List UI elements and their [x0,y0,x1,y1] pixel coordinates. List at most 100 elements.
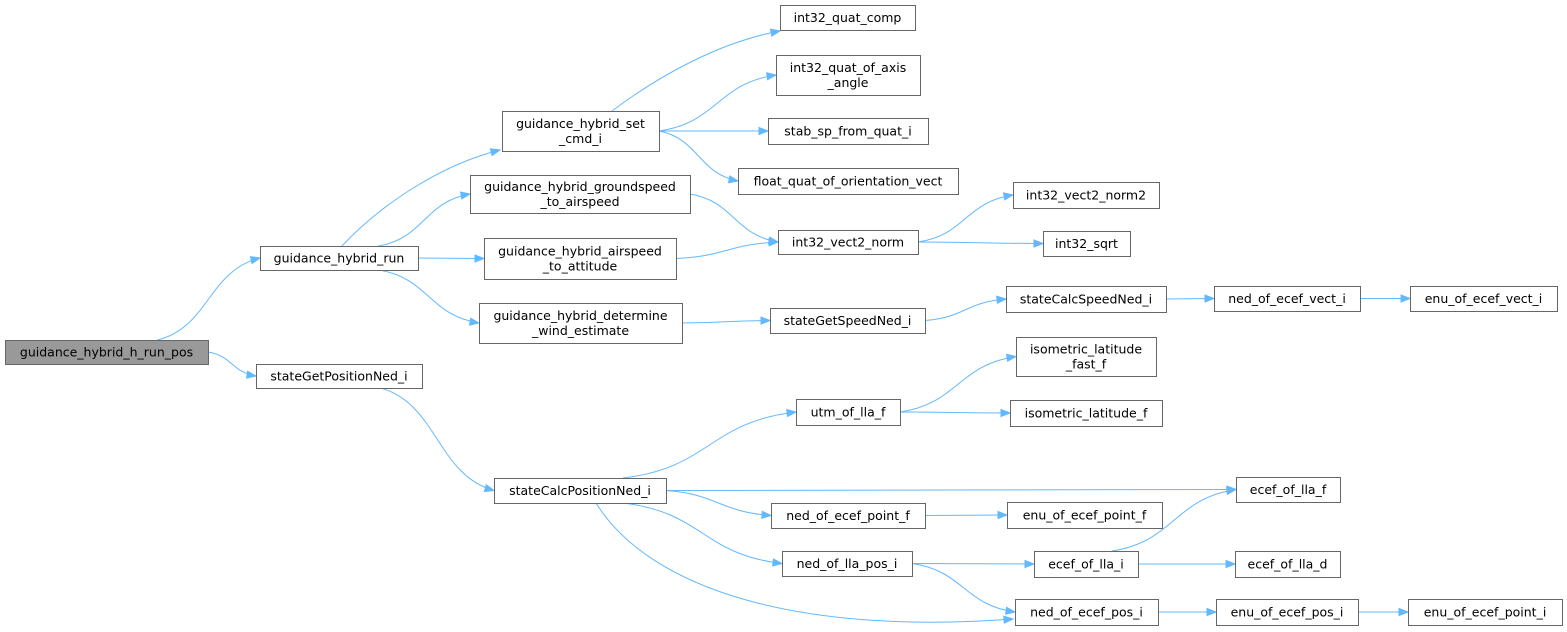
edge-n2-n18 [380,387,496,493]
node-ecef-of-lla-f[interactable]: ecef_of_lla_f [1236,477,1341,503]
arrowhead [769,28,782,37]
edge-line [595,502,1014,623]
edge-line [911,563,1016,613]
edge-n4-n11 [689,193,780,245]
node-ecef-of-lla-d[interactable]: ecef_of_lla_d [1235,551,1341,578]
node-int32-sqrt[interactable]: int32_sqrt [1043,231,1131,257]
edge-line [622,411,797,479]
node-isometric-latitude-fast-f[interactable]: isometric_latitude_fast_f [1016,337,1157,377]
node-ned-of-ecef-pos-i[interactable]: ned_of_ecef_pos_i [1015,599,1159,626]
arrowhead [249,256,262,265]
edge-n11-n13 [917,239,1045,248]
node-int32-quat-comp[interactable]: int32_quat_comp [780,5,916,31]
edge-n15-n16 [1165,294,1216,303]
node-statecalcpositionned-i[interactable]: stateCalcPositionNed_i [494,478,667,504]
node-float-quat-of-orientation-vect[interactable]: float_quat_of_orientation_vect [738,168,959,195]
node-guidance-hybrid-groundspeed-to-airspeed[interactable]: guidance_hybrid_groundspeed_to_airspeed [470,175,691,214]
node-box [778,230,919,255]
node-ned-of-ecef-point-f[interactable]: ned_of_ecef_point_f [771,503,926,529]
edge-n1-n5 [417,254,486,263]
node-isometric-latitude-f[interactable]: isometric_latitude_f [1010,400,1163,427]
arrowhead [765,72,778,81]
node-box [502,111,660,152]
node-label: isometric_latitude [1030,342,1142,357]
node-int32-vect2-norm2[interactable]: int32_vect2_norm2 [1013,182,1160,209]
arrowhead [1003,615,1015,624]
node-label: guidance_hybrid_set [516,116,645,131]
node-guidance-hybrid-h-run-pos[interactable]: guidance_hybrid_h_run_pos [5,340,209,365]
node-label: stateGetPositionNed_i [270,369,407,384]
edge-line [899,411,1011,414]
node-enu-of-ecef-vect-i[interactable]: enu_of_ecef_vect_i [1410,286,1558,312]
node-utm-of-lla-f[interactable]: utm_of_lla_f [796,399,901,426]
node-box [1214,286,1361,312]
node-box [1410,286,1558,312]
node-box [770,308,926,334]
node-ned-of-lla-pos-i[interactable]: ned_of_lla_pos_i [782,551,913,577]
node-guidance-hybrid-run[interactable]: guidance_hybrid_run [260,246,419,271]
node-guidance-hybrid-determine-wind-estimate[interactable]: guidance_hybrid_determine_wind_estimate [479,303,683,344]
edge-line [689,193,779,243]
node-box [771,503,926,529]
node-int32-quat-of-axis-angle[interactable]: int32_quat_of_axis_angle [776,55,921,96]
node-label: float_quat_of_orientation_vect [754,174,943,189]
node-label: ned_of_lla_pos_i [797,556,898,571]
edge-n19-n20 [899,353,1018,413]
edge-n18-n22 [665,485,1238,494]
arrowhead [1225,486,1238,496]
edge-line [622,502,783,564]
edge-n3-n9 [659,126,770,136]
node-enu-of-ecef-point-i[interactable]: enu_of_ecef_point_i [1408,599,1563,626]
node-box [494,478,667,504]
edge-n5-n11 [675,238,780,259]
node-stategetpositionned-i[interactable]: stateGetPositionNed_i [256,364,423,389]
node-box [256,364,423,389]
edge-line [658,130,739,182]
edge-n18-n19 [622,408,798,479]
arrowhead [1033,239,1045,248]
node-label: _to_airspeed [539,194,619,209]
node-box [1034,551,1139,578]
arrowhead [1002,192,1015,201]
arrowhead [1024,559,1036,569]
node-ned-of-ecef-vect-i[interactable]: ned_of_ecef_vect_i [1214,286,1361,312]
node-label: stateCalcPositionNed_i [509,483,651,498]
node-ecef-of-lla-i[interactable]: ecef_of_lla_i [1034,551,1139,578]
edge-n25-n28 [911,563,1017,615]
edge-line [924,298,1007,321]
arrowhead [1398,607,1410,617]
edge-line [665,490,772,516]
node-guidance-hybrid-airspeed-to-attitude[interactable]: guidance_hybrid_airspeed_to_attitude [484,238,677,280]
edge-n11-n12 [917,192,1015,243]
node-label: _angle [827,75,869,90]
node-stategetspeedned-i[interactable]: stateGetSpeedNed_i [770,308,926,334]
edge-n18-n28 [595,502,1015,624]
node-label: int32_quat_of_axis [790,60,906,75]
edge-line [1111,489,1237,552]
node-label: enu_of_ecef_point_i [1424,605,1547,620]
node-label: stateGetSpeedNed_i [784,313,912,328]
arrowhead [459,191,472,200]
arrowhead [1225,559,1237,569]
arrowhead [758,126,770,136]
edge-n0-n1 [157,256,262,341]
edge-n18-n23 [665,490,773,520]
edge-line [911,563,1035,565]
node-box [768,118,929,145]
arrowhead [489,148,502,157]
edge-line [917,194,1014,243]
arrowhead [1204,294,1216,303]
edge-n6-n14 [681,316,772,325]
edge-line [340,149,501,248]
node-guidance-hybrid-set-cmd-i[interactable]: guidance_hybrid_set_cmd_i [502,111,660,152]
arrowhead [1400,294,1412,303]
node-box [1007,502,1163,529]
node-enu-of-ecef-point-f[interactable]: enu_of_ecef_point_f [1007,502,1163,529]
node-label: guidance_hybrid_groundspeed [484,179,676,194]
node-int32-vect2-norm[interactable]: int32_vect2_norm [778,230,919,255]
node-label: enu_of_ecef_point_f [1023,508,1147,523]
node-stab-sp-from-quat-i[interactable]: stab_sp_from_quat_i [768,118,929,145]
node-label: enu_of_ecef_pos_i [1231,605,1344,620]
node-statecalcspeedned-i[interactable]: stateCalcSpeedNed_i [1006,286,1167,313]
node-enu-of-ecef-pos-i[interactable]: enu_of_ecef_pos_i [1216,599,1359,626]
